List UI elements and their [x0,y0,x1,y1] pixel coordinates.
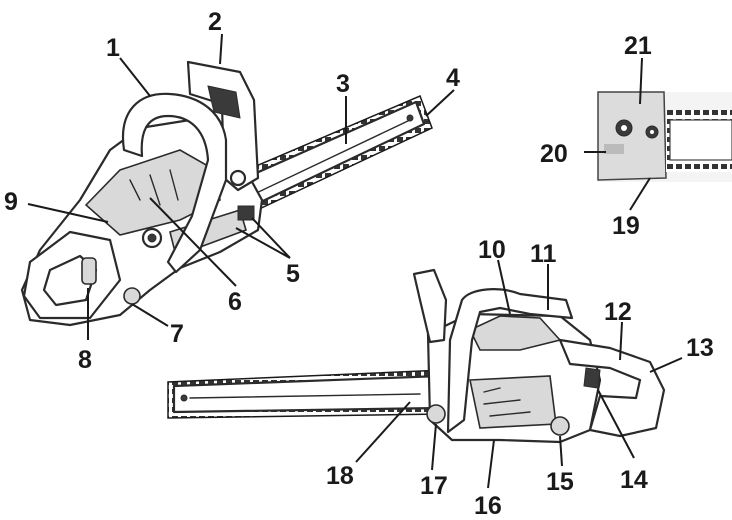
engine-housing-upper [20,118,264,327]
label-6: 6 [228,288,242,316]
label-3: 3 [336,70,350,98]
label-15: 15 [546,468,574,496]
label-10: 10 [478,236,506,264]
chain-tensioner-detail [597,91,732,182]
label-18: 18 [326,462,354,490]
label-19: 19 [612,212,640,240]
label-2: 2 [208,8,222,36]
label-8: 8 [78,346,92,374]
label-14: 14 [620,466,648,494]
label-17: 17 [420,472,448,500]
label-20: 20 [540,140,568,168]
label-21: 21 [624,32,652,60]
label-7: 7 [170,320,184,348]
label-16: 16 [474,492,502,520]
label-11: 11 [530,240,557,268]
part-number-labels: 1 2 3 4 5 6 7 8 9 10 11 12 13 14 15 16 1… [4,8,714,520]
chainsaw-right-view [167,268,666,444]
label-4: 4 [446,64,460,92]
label-1: 1 [106,34,120,62]
label-9: 9 [4,188,18,216]
leader-lines [27,33,683,489]
label-13: 13 [686,334,714,362]
chainsaw-left-view [20,60,433,327]
rear-handle-lower [558,338,666,438]
front-handle-lower [412,268,574,434]
label-12: 12 [604,298,632,326]
label-5: 5 [286,260,300,288]
